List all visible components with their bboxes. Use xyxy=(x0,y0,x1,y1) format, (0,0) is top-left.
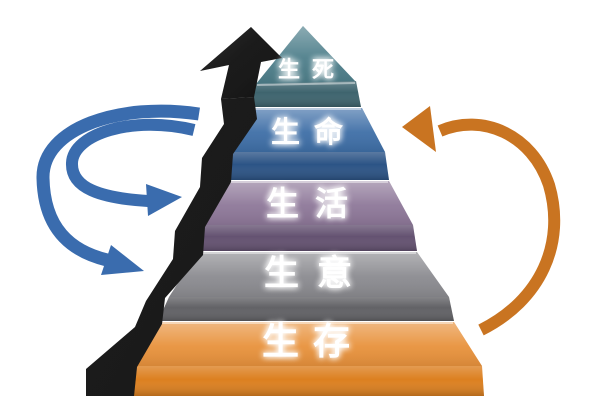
up-arrow-shading xyxy=(200,27,282,99)
orange-cycle-arrow-arc xyxy=(437,118,561,336)
orange-cycle-arrow xyxy=(402,106,561,336)
blue-cycle-arrow-outer-arc xyxy=(36,104,200,267)
level-side-life-shading xyxy=(228,152,389,180)
level-label-business: 生意 xyxy=(264,254,370,294)
level-label-life: 生命 xyxy=(271,115,357,149)
blue-cycle-arrow-outer-head-icon xyxy=(101,245,144,275)
level-face-business-shading xyxy=(169,252,449,297)
level-face-life-death-shading xyxy=(256,26,356,84)
level-side-living-shading xyxy=(198,225,417,251)
level-face-living-shading xyxy=(202,181,413,225)
pyramid-levels xyxy=(132,26,484,396)
level-face-survival-shading xyxy=(134,322,482,366)
level-label-life-death: 生死 xyxy=(278,58,346,83)
level-face-life-shading xyxy=(232,108,385,152)
level-side-business-shading xyxy=(158,297,454,321)
level-labels: 生死 生命 生活 生意 生存 xyxy=(262,58,370,363)
seam-line xyxy=(256,82,356,86)
blue-cycle-arrow xyxy=(36,104,200,275)
level-label-living: 生活 xyxy=(266,184,364,223)
orange-cycle-arrow-head-icon xyxy=(402,106,436,152)
step-seam-lines xyxy=(159,82,453,324)
blue-cycle-arrow-inner-arc xyxy=(66,118,196,207)
ascending-step-arrow xyxy=(86,27,282,396)
level-side-life-death-shading xyxy=(252,81,361,107)
level-side-survival-shading xyxy=(132,366,484,396)
blue-cycle-arrow-inner-head-icon xyxy=(146,184,182,216)
level-label-survival: 生存 xyxy=(262,320,364,363)
step-ribbon-shading xyxy=(86,97,257,396)
